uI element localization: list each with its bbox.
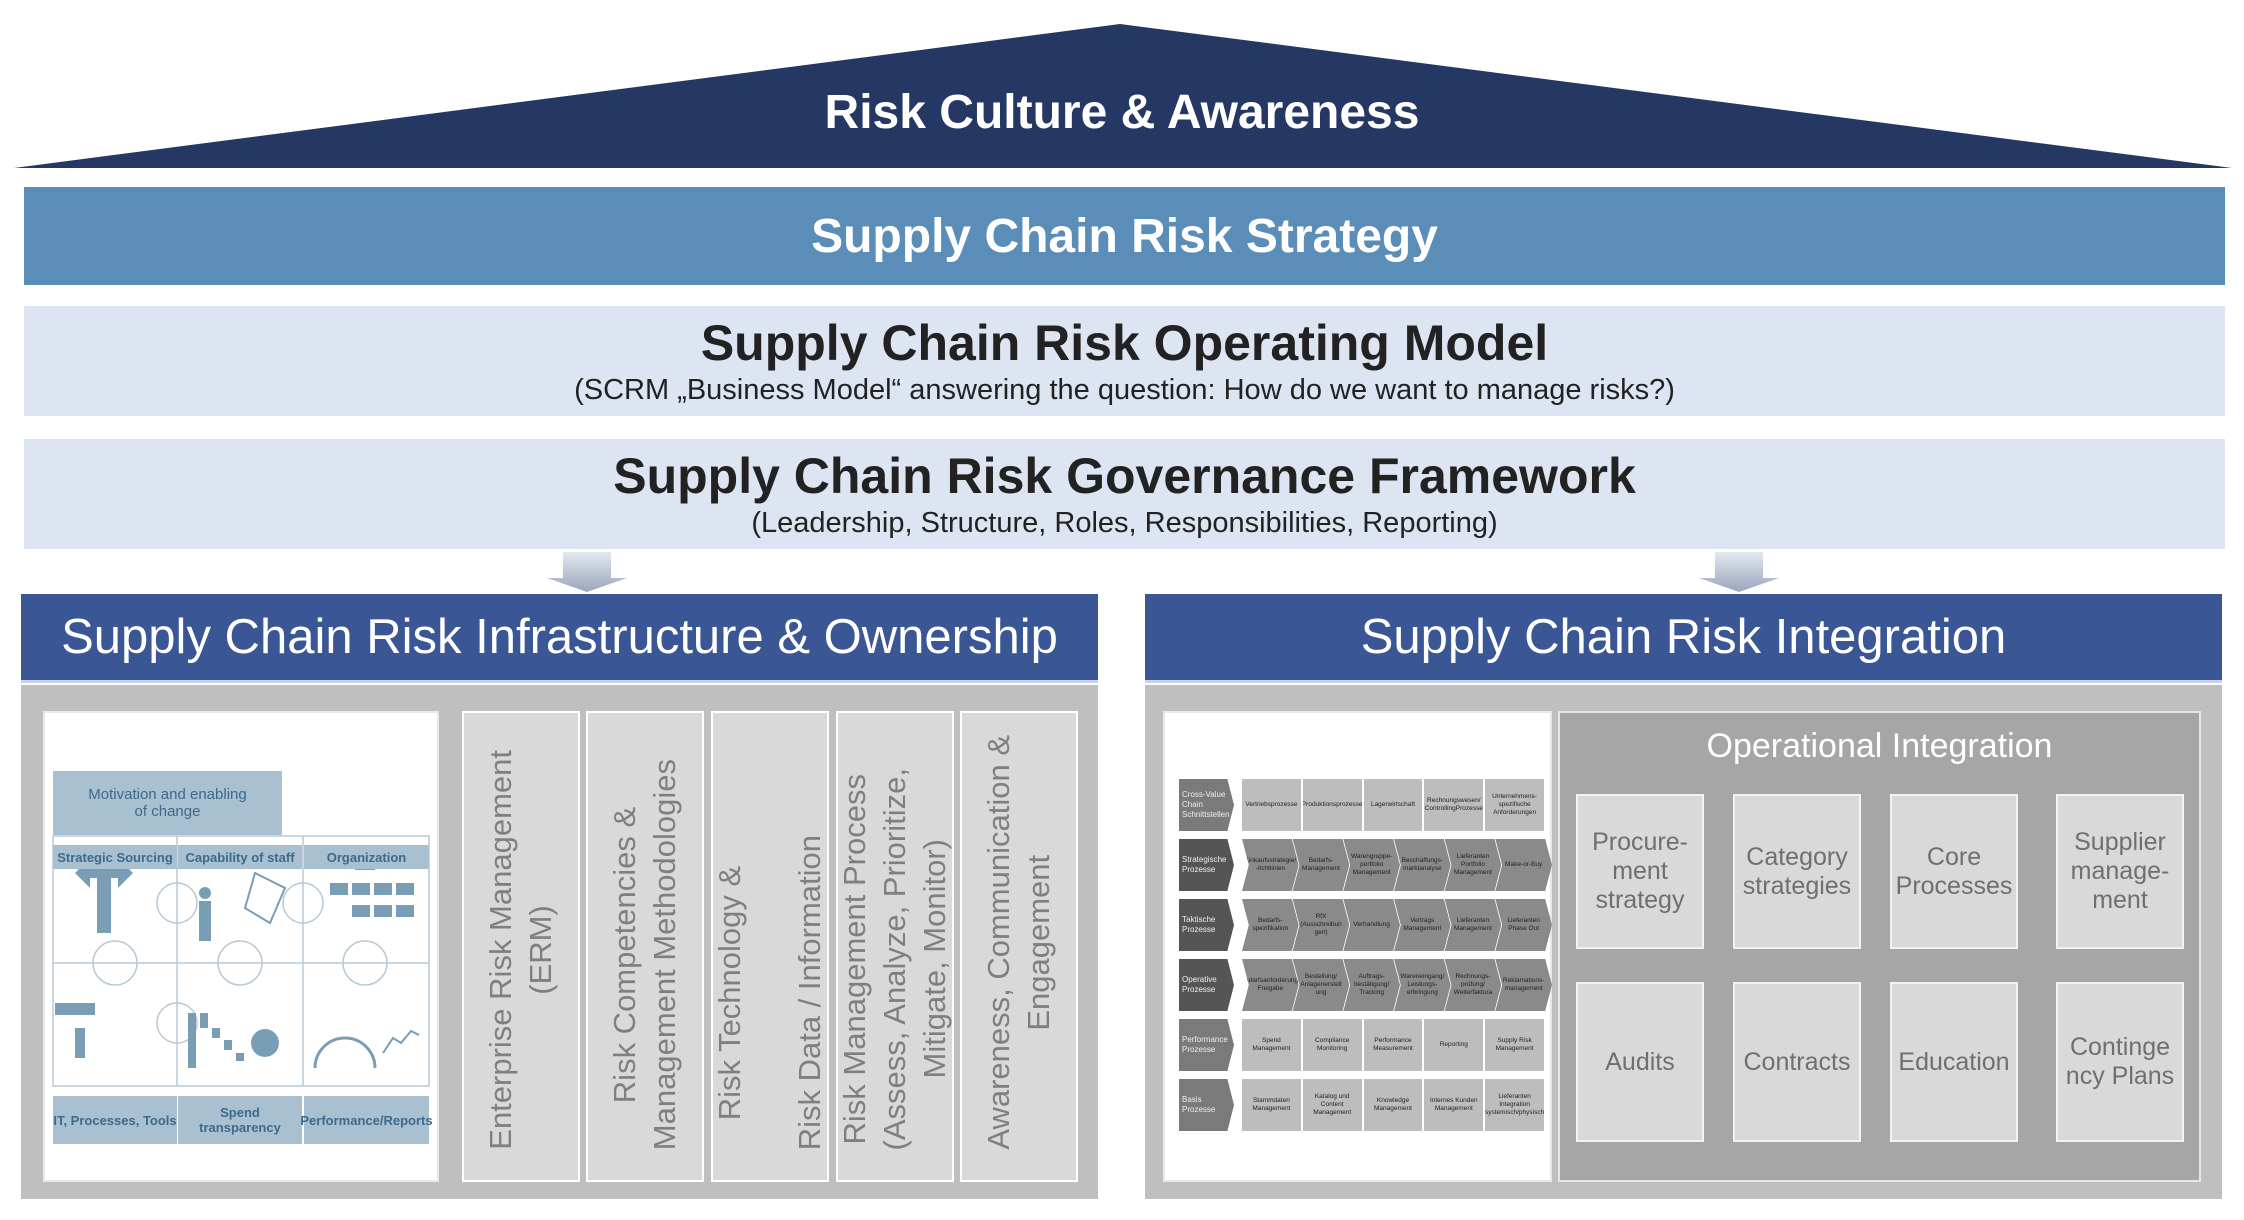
puzzle-header: Organization xyxy=(304,845,429,869)
operating-model-subtitle: (SCRM „Business Model“ answering the que… xyxy=(574,374,1675,406)
process-row-label: Taktische Prozesse xyxy=(1179,899,1234,951)
integration-header: Supply Chain Risk Integration xyxy=(1145,594,2222,683)
op-item: Contracts xyxy=(1733,982,1861,1142)
process-step: Bestellung/ Anlagenerstell ung xyxy=(1292,959,1350,1011)
strategy-bar: Supply Chain Risk Strategy xyxy=(24,187,2225,285)
process-step: Lagerwirtschaft xyxy=(1363,779,1423,831)
process-step: Auftrags- bestätigung/ Tracking xyxy=(1343,959,1400,1011)
process-step: Katalog und Content Management xyxy=(1302,1079,1362,1131)
process-step: Reklamations- management xyxy=(1495,959,1552,1011)
roof-shape xyxy=(14,24,2232,168)
process-step: Lieferanten Portfolio Management xyxy=(1444,839,1502,891)
process-step: Unternehmens- spezifische Anforderungen xyxy=(1485,779,1544,831)
process-step: Beschaffungs- marktanalyse xyxy=(1394,839,1451,891)
operational-integration-panel: Operational Integration Procure- ment st… xyxy=(1558,711,2201,1182)
op-item: Supplier manage- ment xyxy=(2056,794,2184,949)
process-row-label: Performance Prozesse xyxy=(1179,1019,1234,1071)
infrastructure-header: Supply Chain Risk Infrastructure & Owner… xyxy=(21,594,1098,683)
pillar-label: Risk Technology & Risk Data / Informatio… xyxy=(712,834,827,1150)
op-item: Education xyxy=(1890,982,2018,1142)
risk-culture-title: Risk Culture & Awareness xyxy=(824,85,1420,139)
pillar-technology: Risk Technology & Risk Data / Informatio… xyxy=(711,711,829,1182)
process-step: Lieferanten Phase Out xyxy=(1495,899,1552,951)
process-step: Warengruppe- portfolio Management xyxy=(1343,839,1400,891)
process-step: Einkaufsstrategie/ -richtlinien xyxy=(1242,839,1299,891)
op-item: Core Processes xyxy=(1890,794,2018,949)
pillar-awareness: Awareness, Communication & Engagement xyxy=(960,711,1078,1182)
op-item: Category strategies xyxy=(1733,794,1861,949)
operating-model-title: Supply Chain Risk Operating Model xyxy=(700,315,1549,371)
puzzle-header: Capability of staff xyxy=(178,845,302,869)
process-step: Produktionsprozesse xyxy=(1302,779,1362,831)
process-step: Reporting xyxy=(1424,1019,1484,1071)
capabilities-puzzle-image: Motivation and enabling of change Strate… xyxy=(43,711,439,1182)
puzzle-footer: Spend transparency xyxy=(178,1096,302,1144)
governance-title: Supply Chain Risk Governance Framework xyxy=(613,448,1636,504)
pillar-label: Risk Competencies & Management Methodolo… xyxy=(607,758,682,1150)
op-item: Procure- ment strategy xyxy=(1576,794,1704,949)
puzzle-footer: Performance/Reports xyxy=(300,1096,433,1144)
process-step: Lieferanten Management xyxy=(1444,899,1502,951)
arrow-down-icon xyxy=(1699,552,1779,592)
operational-integration-title: Operational Integration xyxy=(1706,727,2053,765)
puzzle-header: Strategic Sourcing xyxy=(53,845,177,869)
process-row-label: Strategische Prozesse xyxy=(1179,839,1234,891)
pillar-label: Awareness, Communication & Engagement xyxy=(981,735,1056,1150)
process-step: Lieferanten Integration (systemisch/phys… xyxy=(1485,1079,1544,1131)
process-step: Spend Management xyxy=(1242,1019,1301,1071)
process-row-label: Basis Prozesse xyxy=(1179,1079,1234,1131)
process-step: Supply Risk Management xyxy=(1485,1019,1544,1071)
process-step: Vertriebsprozesse xyxy=(1242,779,1301,831)
process-step: Knowledge Management xyxy=(1363,1079,1423,1131)
process-step: Make-or-Buy xyxy=(1495,839,1552,891)
process-step: Bedarfs- spezifikation xyxy=(1242,899,1299,951)
process-step: Performance Measurement xyxy=(1363,1019,1423,1071)
arrow-down-icon xyxy=(547,552,627,592)
pillar-process: Risk Management Process (Assess, Analyze… xyxy=(836,711,954,1182)
process-step: Bedarfs- Management xyxy=(1292,839,1350,891)
pillar-label: Risk Management Process (Assess, Analyze… xyxy=(837,767,952,1150)
process-row-label: Cross-Value Chain Schnittstellen xyxy=(1179,779,1234,831)
pillar-competencies: Risk Competencies & Management Methodolo… xyxy=(586,711,704,1182)
pillar-label: Enterprise Risk Management (ERM) xyxy=(483,750,558,1150)
pillar-erm: Enterprise Risk Management (ERM) xyxy=(462,711,580,1182)
process-step: Verhandlung xyxy=(1343,899,1400,951)
process-step: Stammdaten Management xyxy=(1242,1079,1301,1131)
governance-subtitle: (Leadership, Structure, Roles, Responsib… xyxy=(751,507,1498,539)
puzzle-footer: IT, Processes, Tools xyxy=(53,1096,177,1144)
process-step: Rechnungs- prüfung/ Weiterfaktura xyxy=(1444,959,1502,1011)
process-step: Bedarfsanforderung/ Freigabe xyxy=(1242,959,1299,1011)
puzzle-graphic xyxy=(52,835,430,1087)
process-step: Wareneingang/ Leistungs- erbringung xyxy=(1394,959,1451,1011)
operating-model-band: Supply Chain Risk Operating Model (SCRM … xyxy=(24,306,2225,416)
process-step: Compliance Monitoring xyxy=(1302,1019,1362,1071)
process-step: Vertrags Management xyxy=(1394,899,1451,951)
process-step: RfX (Ausschreibun gen) xyxy=(1292,899,1350,951)
process-row-label: Operative Prozesse xyxy=(1179,959,1234,1011)
motivation-label: Motivation and enabling of change xyxy=(53,771,282,835)
process-step: Internes Kunden Management xyxy=(1424,1079,1484,1131)
process-step: Rechnungswesen/ ControllingProzesse xyxy=(1424,779,1484,831)
op-item: Continge ncy Plans xyxy=(2056,982,2184,1142)
governance-band: Supply Chain Risk Governance Framework (… xyxy=(24,439,2225,549)
op-item: Audits xyxy=(1576,982,1704,1142)
